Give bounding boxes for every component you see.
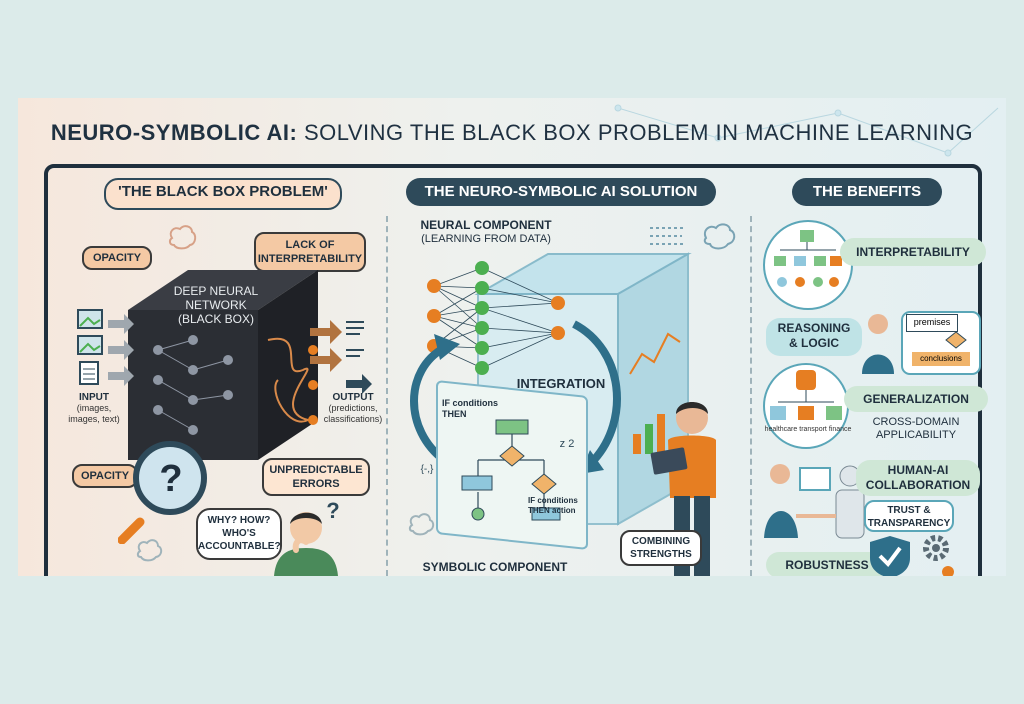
- conclusions-box: conclusions: [912, 352, 970, 366]
- page-title: NEURO-SYMBOLIC AI: SOLVING THE BLACK BOX…: [18, 120, 1006, 146]
- symbolic-component-label: SYMBOLIC COMPONENT: [422, 560, 568, 574]
- opacity-tag-top: OPACITY: [82, 246, 152, 270]
- reasoning-line1: REASONING: [777, 321, 851, 335]
- input-line1: (images,: [76, 403, 112, 413]
- trust-transparency-tag: TRUST & TRANSPARENCY: [864, 500, 954, 532]
- cross-line2: APPLICABILITY: [875, 429, 957, 441]
- header-solution: THE NEURO-SYMBOLIC AI SOLUTION: [406, 178, 716, 206]
- divider-right: [750, 216, 752, 576]
- speech-line1: WHY? HOW?: [207, 515, 271, 526]
- speech-bubble: WHY? HOW? WHO'S ACCOUNTABLE?: [196, 508, 282, 560]
- header-benefits: THE BENEFITS: [792, 178, 942, 206]
- neural-component-label: NEURAL COMPONENT (LEARNING FROM DATA): [416, 218, 556, 246]
- trust-line2: TRANSPARENCY: [867, 518, 951, 529]
- opacity-tag-bottom: OPACITY: [72, 464, 138, 488]
- thinker-question: ?: [326, 498, 340, 523]
- human-ai-pill: HUMAN-AI COLLABORATION: [856, 460, 980, 496]
- if-label: IF conditions: [442, 398, 498, 408]
- robustness-pill: ROBUSTNESS: [766, 552, 888, 576]
- combining-strengths-tag: COMBINING STRENGTHS: [620, 530, 702, 566]
- unpredictable-errors-tag: UNPREDICTABLE ERRORS: [262, 458, 370, 496]
- infographic: NEURO-SYMBOLIC AI: SOLVING THE BLACK BOX…: [18, 98, 1006, 576]
- reasoning-line2: & LOGIC: [789, 336, 839, 350]
- magnifier-icon: [118, 441, 207, 544]
- hai-line1: HUMAN-AI: [887, 463, 949, 477]
- brain-icon: [168, 225, 197, 250]
- input-label: INPUT (images, images, text): [64, 392, 124, 425]
- then-label-2: THEN action: [528, 506, 576, 515]
- brain-icon-small: [136, 539, 163, 562]
- brain-icon-middle: [408, 513, 435, 536]
- errors-line1: UNPREDICTABLE: [269, 464, 363, 476]
- output-line2: classifications): [323, 414, 383, 424]
- combining-line2: STRENGTHS: [630, 549, 692, 560]
- transport-label: transport: [799, 426, 827, 433]
- output-title: OUTPUT: [332, 392, 374, 403]
- flowchart-diagram: [461, 419, 561, 521]
- black-box-label: DEEP NEURAL NETWORK (BLACK BOX): [156, 284, 276, 326]
- then-label: THEN: [442, 409, 467, 419]
- reasoning-pill: REASONING & LOGIC: [766, 318, 862, 356]
- domain-labels: healthcare transport finance: [758, 426, 858, 433]
- hai-line2: COLLABORATION: [865, 478, 971, 492]
- bracket-label: {-,}: [420, 464, 434, 475]
- input-title: INPUT: [79, 392, 109, 403]
- if-then-top: IF conditions THEN: [442, 398, 502, 420]
- thinking-person: [274, 512, 338, 576]
- box-line2: NETWORK: [185, 298, 247, 312]
- title-rest: SOLVING THE BLACK BOX PROBLEM IN MACHINE…: [303, 120, 974, 145]
- if-then-bottom: IF conditions THEN action: [528, 496, 584, 516]
- combining-line1: COMBINING: [631, 536, 691, 547]
- generalization-icon: [763, 363, 849, 449]
- neural-line2: (LEARNING FROM DATA): [421, 233, 551, 245]
- image-input-icons: [77, 309, 134, 386]
- finance-label: finance: [828, 426, 852, 433]
- cross-line1: CROSS-DOMAIN: [872, 416, 960, 428]
- generalization-pill: GENERALIZATION: [844, 386, 988, 412]
- neural-line1: NEURAL COMPONENT: [420, 218, 552, 232]
- output-line1: (predictions,: [328, 403, 378, 413]
- divider-left: [386, 216, 388, 576]
- interpretability-pill: INTERPRETABILITY: [840, 238, 986, 266]
- integration-label: INTEGRATION: [516, 376, 606, 391]
- input-line2: images, text): [68, 414, 120, 424]
- speech-line3: ACCOUNTABLE?: [198, 541, 281, 552]
- human-ai-icon: [764, 464, 865, 539]
- box-line3: (BLACK BOX): [177, 312, 255, 326]
- if-label-2: IF conditions: [528, 496, 578, 505]
- healthcare-label: healthcare: [764, 426, 798, 433]
- output-label: OUTPUT (predictions, classifications): [318, 392, 388, 425]
- background-network: [614, 104, 999, 157]
- doc-brain-icons: [650, 223, 736, 250]
- lack-line2: INTERPRETABILITY: [257, 253, 363, 265]
- title-dark: NEURO-SYMBOLIC AI:: [50, 120, 298, 145]
- trust-line1: TRUST &: [887, 505, 931, 516]
- errors-line2: ERRORS: [292, 478, 340, 490]
- header-black-box: 'THE BLACK BOX PROBLEM': [104, 178, 342, 210]
- output-arrows: [310, 320, 372, 394]
- box-line1: DEEP NEURAL: [173, 284, 259, 298]
- question-mark: ?: [159, 458, 183, 500]
- z2-label: z 2: [559, 438, 575, 450]
- interpretability-icon: [763, 220, 853, 310]
- black-box-cube: [128, 270, 318, 460]
- lack-interpretability-tag: LACK OF INTERPRETABILITY: [254, 232, 366, 272]
- lack-line1: LACK OF: [285, 239, 335, 251]
- speech-line2: WHO'S: [222, 528, 256, 539]
- shield-gear-icon: [870, 535, 954, 576]
- premises-box: premises: [906, 314, 958, 332]
- cross-domain-label: CROSS-DOMAIN APPLICABILITY: [854, 416, 978, 442]
